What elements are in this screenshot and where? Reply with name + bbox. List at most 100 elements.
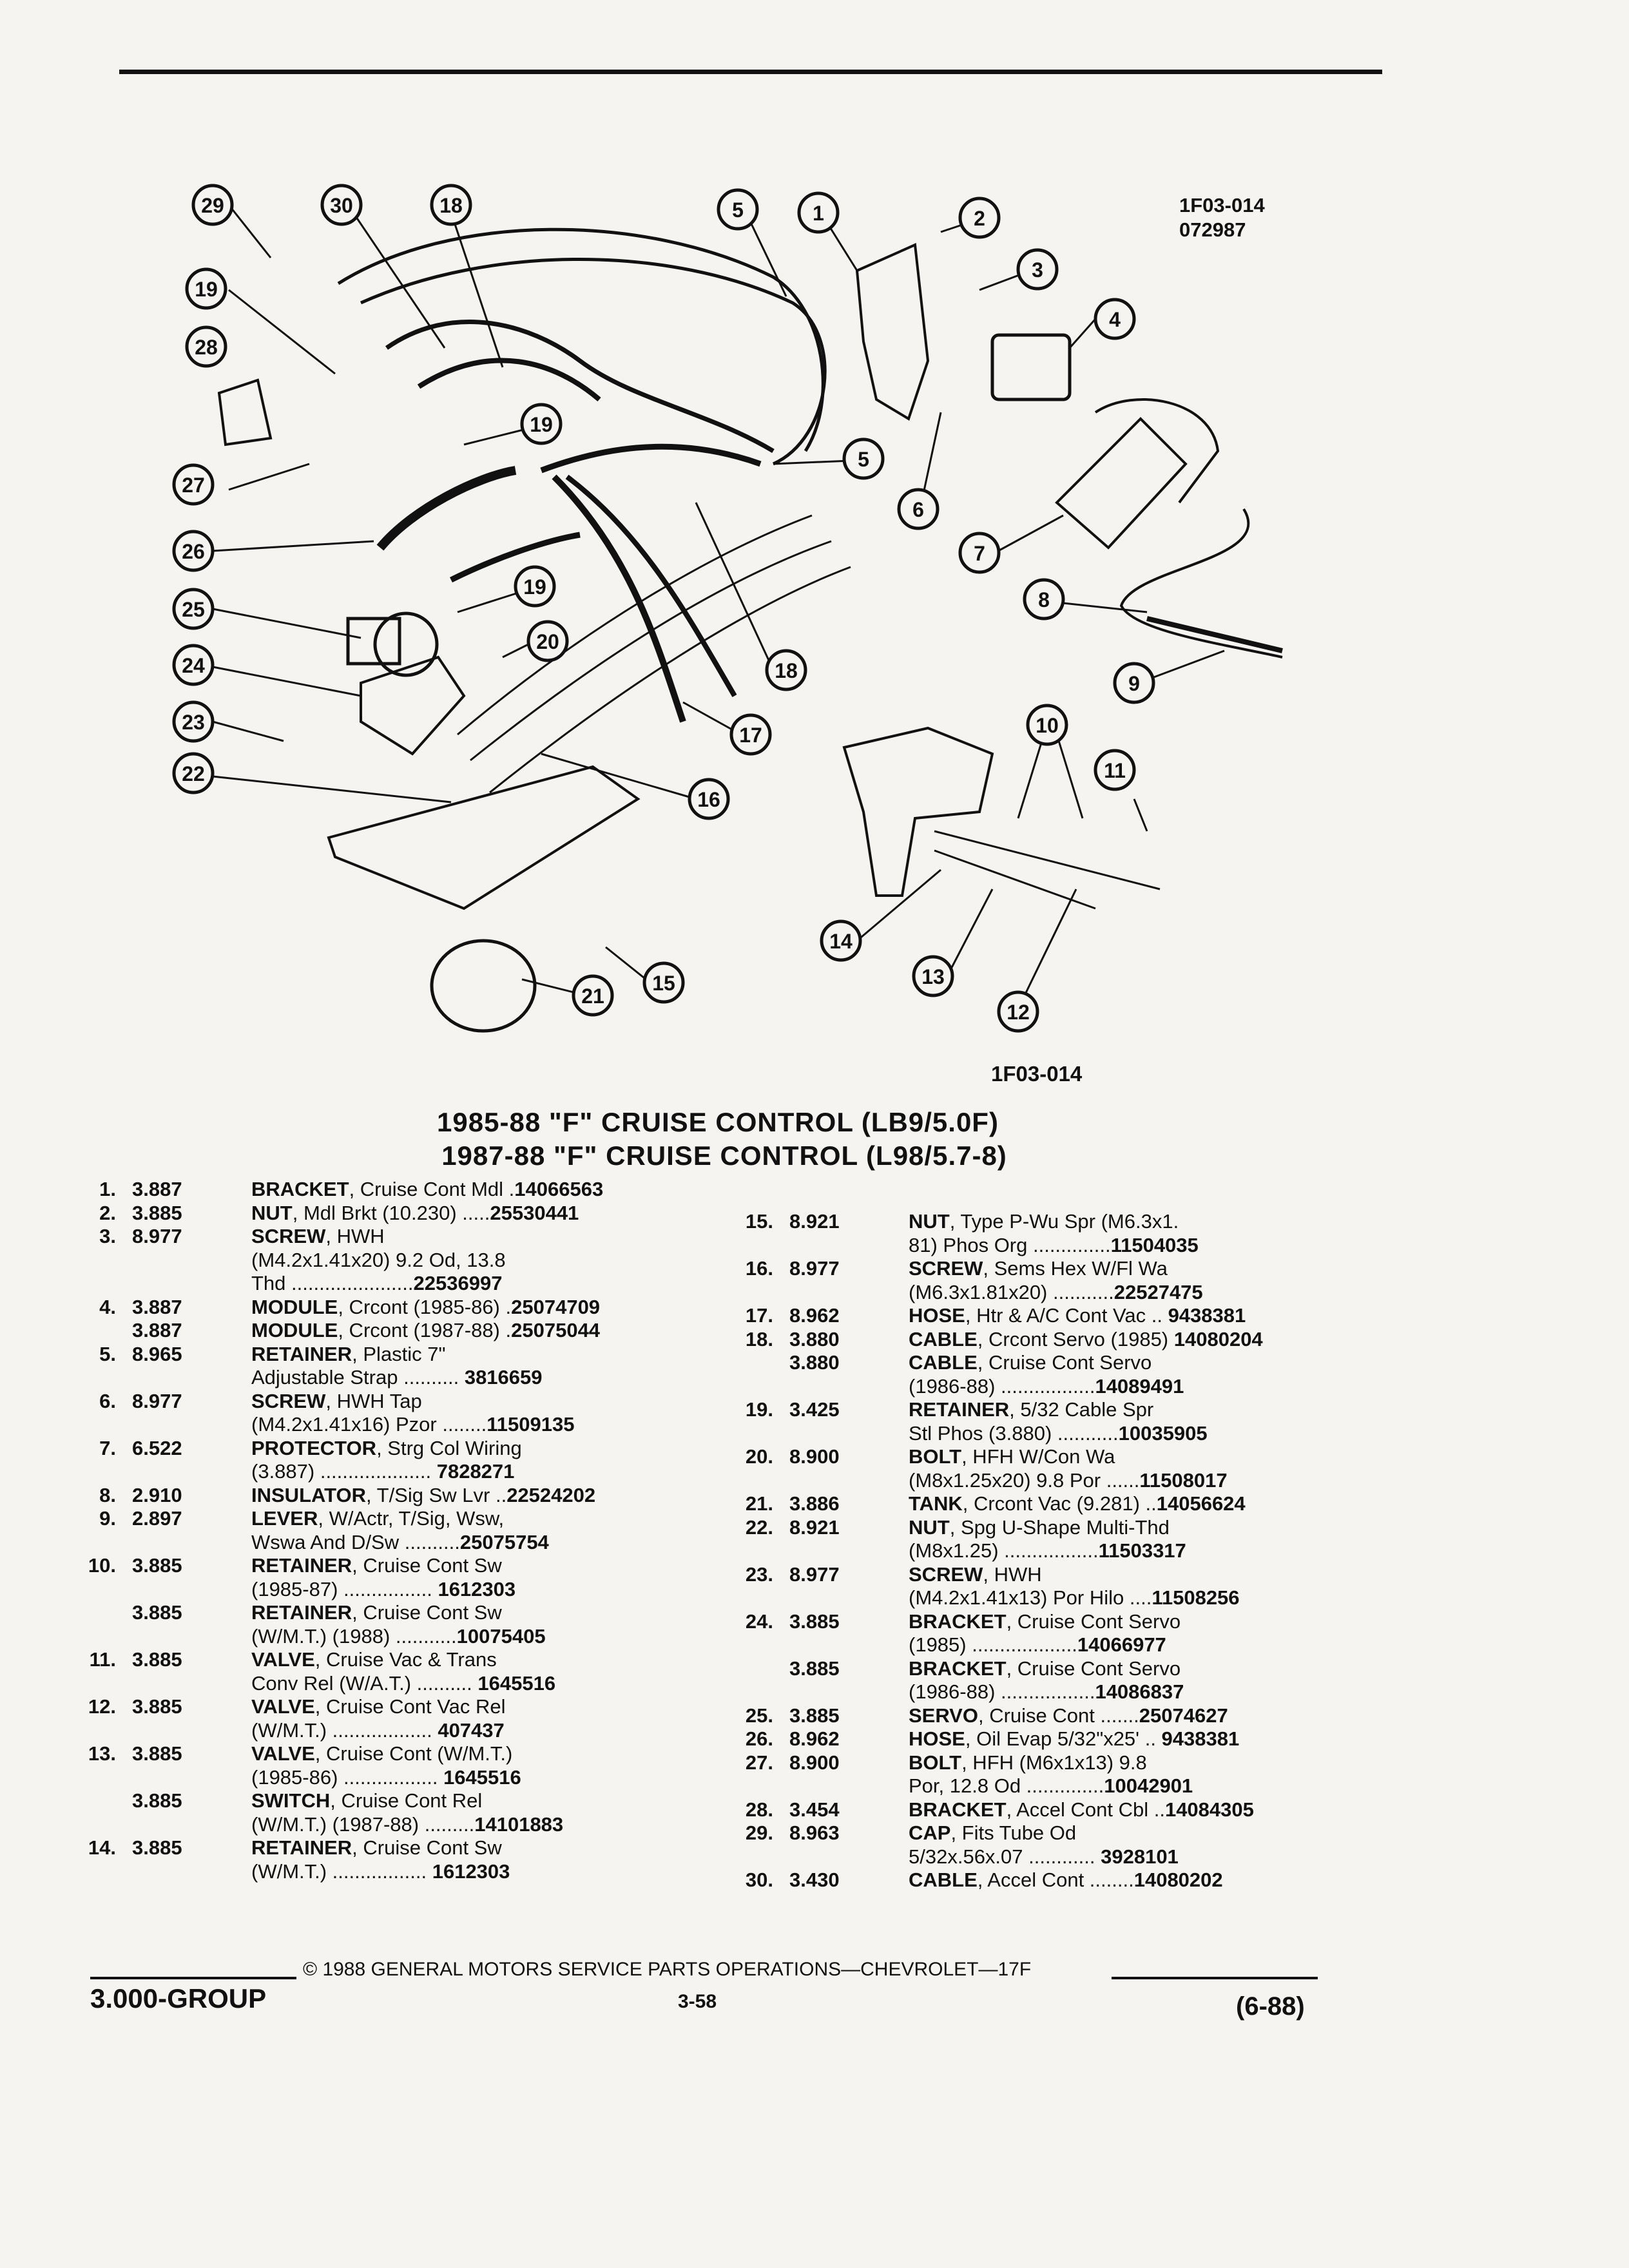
group-number: 3.887 — [132, 1178, 182, 1200]
part-number: 1612303 — [432, 1860, 510, 1883]
footer-date: (6-88) — [1236, 1992, 1305, 2021]
part-name: BRACKET — [909, 1657, 1007, 1680]
part-description: Por, 12.8 Od ..............10042901 — [909, 1774, 1193, 1797]
callout-number: 23 — [182, 711, 205, 734]
callout-circle — [997, 990, 1039, 1033]
callout-number: 5 — [732, 198, 744, 222]
callout-number: 3 — [1032, 258, 1043, 282]
footer-rule-left — [90, 1977, 296, 1979]
item-number: 26. — [745, 1727, 773, 1750]
footer-group: 3.000-GROUP — [90, 1983, 267, 2013]
callout-number: 28 — [195, 336, 218, 359]
part-number: 14086837 — [1095, 1680, 1184, 1703]
part-description: SERVO, Cruise Cont .......25074627 — [909, 1704, 1228, 1727]
part-description: NUT, Type P-Wu Spr (M6.3x1. — [909, 1210, 1179, 1233]
part-number: 1645516 — [477, 1671, 556, 1695]
part-number: 10075405 — [456, 1624, 546, 1648]
part-description: NUT, Spg U-Shape Multi-Thd — [909, 1515, 1170, 1539]
group-number: 3.880 — [789, 1327, 840, 1350]
part-number: 14056624 — [1156, 1492, 1246, 1515]
callout-circle — [897, 488, 940, 530]
item-number: 9. — [99, 1507, 116, 1530]
parts-list-row: (1986-88) .................14089491 — [722, 1375, 1366, 1399]
group-number: 3.885 — [132, 1201, 182, 1224]
part-name: RETAINER — [251, 1601, 352, 1624]
group-number: 8.963 — [789, 1821, 840, 1844]
part-name: RETAINER — [909, 1398, 1010, 1421]
callout-number: 14 — [829, 930, 853, 953]
parts-list-row: Wswa And D/Sw ..........25075754 — [64, 1531, 709, 1555]
part-description: Conv Rel (W/A.T.) .......... 1645516 — [251, 1671, 556, 1695]
part-description: TANK, Crcont Vac (9.281) ..14056624 — [909, 1492, 1246, 1515]
group-number: 8.962 — [789, 1727, 840, 1750]
callout-circle — [572, 974, 614, 1017]
parts-list-row: (M4.2x1.41x20) 9.2 Od, 13.8 — [64, 1249, 709, 1273]
item-number: 12. — [88, 1695, 116, 1718]
part-number: 25074627 — [1139, 1704, 1228, 1727]
part-description: SCREW, HWH Tap — [251, 1389, 422, 1412]
part-name: VALVE — [251, 1648, 315, 1671]
item-number: 2. — [99, 1201, 116, 1224]
part-name: CABLE — [909, 1327, 978, 1350]
callout-number: 25 — [182, 598, 205, 621]
page-number: 3-58 — [678, 1991, 717, 2012]
callout-circle — [717, 188, 759, 231]
parts-list-row: (W/M.T.) ................. 1612303 — [64, 1860, 709, 1884]
part-description: SCREW, Sems Hex W/Fl Wa — [909, 1257, 1168, 1280]
callout-number: 22 — [182, 762, 205, 785]
part-description: (1985) ...................14066977 — [909, 1633, 1166, 1656]
group-number: 3.885 — [132, 1601, 182, 1624]
group-number: 8.962 — [789, 1304, 840, 1327]
parts-list-row: Thd ......................22536997 — [64, 1272, 709, 1296]
part-number: 14101883 — [474, 1812, 564, 1836]
part-number: 7828271 — [436, 1460, 515, 1483]
part-number: 3816659 — [464, 1366, 543, 1389]
part-description: (W/M.T.) (1988) ...........10075405 — [251, 1624, 546, 1648]
callout-circle — [520, 403, 563, 445]
part-name: BOLT — [909, 1751, 962, 1774]
callout-number: 15 — [652, 972, 675, 995]
group-number: 3.885 — [789, 1704, 840, 1727]
part-description: CABLE, Accel Cont ........14080202 — [909, 1869, 1223, 1891]
part-name: BRACKET — [909, 1798, 1007, 1821]
callout-circle — [820, 919, 862, 962]
part-number: 14080204 — [1173, 1327, 1263, 1350]
group-number: 8.965 — [132, 1342, 182, 1365]
part-description: (M8x1.25) .................11503317 — [909, 1539, 1186, 1562]
part-description: HOSE, Htr & A/C Cont Vac .. 9438381 — [909, 1304, 1246, 1327]
group-number: 3.885 — [132, 1554, 182, 1577]
callout-circle — [430, 184, 472, 226]
callout-number: 29 — [201, 194, 224, 217]
callout-circle — [729, 713, 772, 756]
callout-number: 17 — [739, 724, 762, 747]
item-number: 20. — [745, 1445, 773, 1468]
part-description: Stl Phos (3.880) ...........10035905 — [909, 1421, 1208, 1445]
part-name: BRACKET — [251, 1178, 349, 1200]
group-number: 8.977 — [789, 1562, 840, 1586]
callout-circle — [912, 955, 954, 997]
part-description: BRACKET, Cruise Cont Servo — [909, 1657, 1181, 1680]
part-name: MODULE — [251, 1295, 338, 1318]
part-description: BRACKET, Accel Cont Cbl ..14084305 — [909, 1798, 1254, 1821]
parts-list-row: Por, 12.8 Od ..............10042901 — [722, 1774, 1366, 1798]
parts-list-row: (M6.3x1.81x20) ...........22527475 — [722, 1281, 1366, 1305]
group-number: 3.430 — [789, 1869, 840, 1891]
callout-circle — [958, 197, 1001, 239]
item-number: 18. — [745, 1327, 773, 1350]
part-description: BRACKET, Cruise Cont Servo — [909, 1610, 1181, 1633]
callout-number: 8 — [1038, 588, 1050, 611]
callout-number: 24 — [182, 654, 205, 677]
item-number: 4. — [99, 1295, 116, 1318]
